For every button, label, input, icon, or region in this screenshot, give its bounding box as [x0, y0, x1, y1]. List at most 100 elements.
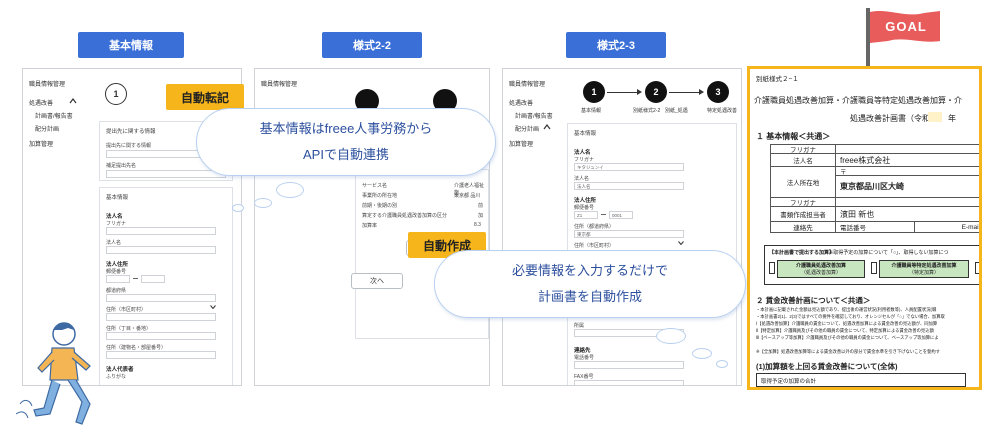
- name-input[interactable]: [106, 246, 216, 254]
- table-value: E-mail: [914, 221, 979, 233]
- sidebar: 職員情報管理 処遇改善 計画書/報告書 配分計画 加算管理: [29, 79, 89, 385]
- sidebar-item-allocation[interactable]: 配分計画: [35, 127, 60, 133]
- corp-name-heading: 法人名: [574, 150, 591, 156]
- callout-tail: [254, 198, 272, 208]
- callout-line: 基本情報はfreee人事労務から: [259, 121, 433, 136]
- furigana-input[interactable]: [106, 227, 216, 235]
- step-form-2-3: 様式2-3: [566, 32, 666, 58]
- plan-note-text: ※取得予定の加算について「○」、取得しない加算につ: [829, 250, 949, 256]
- sidebar-item-shogu[interactable]: 処遇改善: [509, 101, 534, 107]
- step-circle-1: 1: [583, 81, 605, 103]
- address-heading: 法人住所: [106, 262, 129, 268]
- section-2-heading: ２ 賃金改善計画について＜共通＞: [756, 296, 871, 305]
- sidebar-item-addition[interactable]: 加算管理: [29, 142, 54, 148]
- chevron-up-icon: [543, 124, 551, 133]
- step-basic-info: 基本情報: [78, 32, 184, 58]
- furigana-label: フリガナ: [574, 157, 595, 163]
- plan-note-title: 【本計画書で提出する加算】: [769, 250, 835, 256]
- table-label: 書類作成担当者: [770, 206, 836, 222]
- fax-label: FAX番号: [574, 374, 594, 380]
- note-line: Ⅱ【特定加算】介護職員及びその他の職員の賃金について、特定加算による賃金改善の見…: [756, 328, 934, 333]
- tag-auto-transfer: 自動転記: [166, 84, 244, 110]
- sidebar-item-label: 処遇改善: [29, 101, 54, 107]
- arrow-right-icon: [699, 89, 704, 95]
- postal-dash: [601, 214, 606, 215]
- chevron-up-icon: [69, 98, 77, 107]
- furigana-input[interactable]: キタジュンイ: [574, 163, 684, 171]
- field-label: 補足提出先名: [106, 163, 137, 169]
- option-line: 介護職員処遇改善加算: [795, 263, 846, 269]
- step-arrow: [607, 92, 639, 93]
- callout-auto-create: 必要情報を入力するだけで 計画書を自動作成: [434, 250, 746, 318]
- step-label: 基本情報: [581, 108, 602, 114]
- card-title: 提出先に関する情報: [106, 129, 156, 135]
- row-key: 前期・後期の別: [362, 203, 398, 209]
- card-title: 基本情報: [574, 131, 597, 137]
- address-heading: 法人住所: [574, 198, 597, 204]
- step-label: 特定処遇改善: [707, 108, 738, 114]
- arrow-right-icon: [637, 89, 642, 95]
- postal-input-b[interactable]: [141, 275, 165, 283]
- postal-input-a[interactable]: [106, 275, 130, 283]
- card-basic-info: 基本情報 法人名 フリガナ 法人名 法人住所 郵便番号 都道府県 住所（市区町村…: [99, 187, 233, 385]
- sidebar: 職員情報管理 処遇改善 計画書/報告書 配分計画 加算管理: [509, 79, 569, 385]
- callout-tail: [276, 182, 304, 198]
- year-input: [928, 112, 942, 122]
- street-input[interactable]: [106, 332, 216, 340]
- postal-label: 郵便番号: [106, 269, 127, 275]
- callout-tail: [692, 348, 712, 359]
- city-label: 住所（市区町村）: [574, 243, 615, 249]
- step-circle-3: 3: [707, 81, 729, 103]
- name-input[interactable]: 法人名: [574, 182, 684, 190]
- phone-label: 電話番号: [574, 355, 595, 361]
- city-input[interactable]: [106, 313, 216, 321]
- prefecture-select[interactable]: [106, 294, 216, 302]
- next-button[interactable]: 次へ: [351, 273, 403, 289]
- form-number: 別紙様式２−１: [756, 76, 799, 83]
- note-line: Ⅰ【処遇改善加算】介護職員の賃金について、処遇改善加算による賃金改善の見込額が、…: [756, 321, 938, 326]
- sidebar-item-staff[interactable]: 職員情報管理: [261, 82, 298, 88]
- note-line: ※【全加算】処遇改善加算等による賃金改善以外の部分で賃金水準を引き下げないことを…: [756, 349, 940, 354]
- building-input[interactable]: [106, 351, 216, 359]
- table-label: 法人名: [770, 153, 836, 167]
- sidebar-item-staff[interactable]: 職員情報管理: [509, 82, 546, 88]
- step-circle-1: 1: [105, 83, 127, 105]
- fax-input[interactable]: [574, 380, 684, 385]
- option-box: 介護職員処遇改善加算 （処遇改善加算）: [777, 260, 865, 278]
- chevron-down-icon: [678, 232, 684, 250]
- option-line: （特定加算）: [908, 270, 939, 276]
- checkbox[interactable]: [975, 262, 979, 274]
- sidebar-item-allocation[interactable]: 配分計画: [509, 124, 551, 133]
- checkbox[interactable]: [871, 262, 877, 274]
- total-label: 取得予定の加算の合計: [761, 379, 817, 385]
- sidebar-item-addition[interactable]: 加算管理: [509, 142, 534, 148]
- option-line: 介護職員等特定処遇改善加算: [891, 263, 957, 269]
- contact-heading: 連絡先: [574, 348, 591, 354]
- phone-input[interactable]: [574, 361, 684, 369]
- field-label: 提出先に関する情報: [106, 143, 152, 149]
- postal-input-b[interactable]: 0001: [609, 211, 633, 219]
- generated-plan-document: 別紙様式２−１ 介護職員処遇改善加算・介護職員等特定処遇改善加算・介 処遇改善計…: [747, 66, 982, 390]
- postal-input-a[interactable]: Z1: [574, 211, 598, 219]
- row-value: 前: [478, 203, 484, 209]
- sidebar-item-staff[interactable]: 職員情報管理: [29, 82, 66, 88]
- row-value: 東京都 品川: [454, 193, 481, 199]
- submission-name-input[interactable]: [106, 170, 226, 178]
- row-key: サービス名: [362, 183, 388, 189]
- option-box: 介護職員等特定処遇改善加算 （特定加算）: [879, 260, 969, 278]
- name-label: 法人名: [574, 176, 590, 182]
- callout-tail: [232, 204, 244, 212]
- prefecture-label: 住所（都道府県）: [574, 224, 615, 230]
- checkbox[interactable]: [769, 262, 775, 274]
- note-line: ・本計画書2(1)、2(3)ではすべての要件を確認しており、オレンジセルが「○」…: [756, 314, 945, 319]
- callout-line: 計画書を自動作成: [537, 289, 642, 304]
- sidebar-item-plan-report[interactable]: 計画書/報告書: [35, 114, 73, 120]
- sidebar-item-shogu[interactable]: 処遇改善: [29, 98, 77, 107]
- plan-note-box: 【本計画書で提出する加算】 ※取得予定の加算について「○」、取得しない加算につ …: [764, 245, 979, 285]
- prefecture-select[interactable]: 東京都: [574, 230, 684, 238]
- note-line: Ⅲ【ベースアップ等加算】介護職員及びその他の職員の賃金について、ベースアップ等加…: [756, 335, 939, 340]
- sidebar-item-plan-report[interactable]: 計画書/報告書: [515, 114, 553, 120]
- postal-dash: [133, 278, 138, 279]
- area-label: 所属: [574, 323, 585, 329]
- table-label: 連絡先: [770, 221, 836, 233]
